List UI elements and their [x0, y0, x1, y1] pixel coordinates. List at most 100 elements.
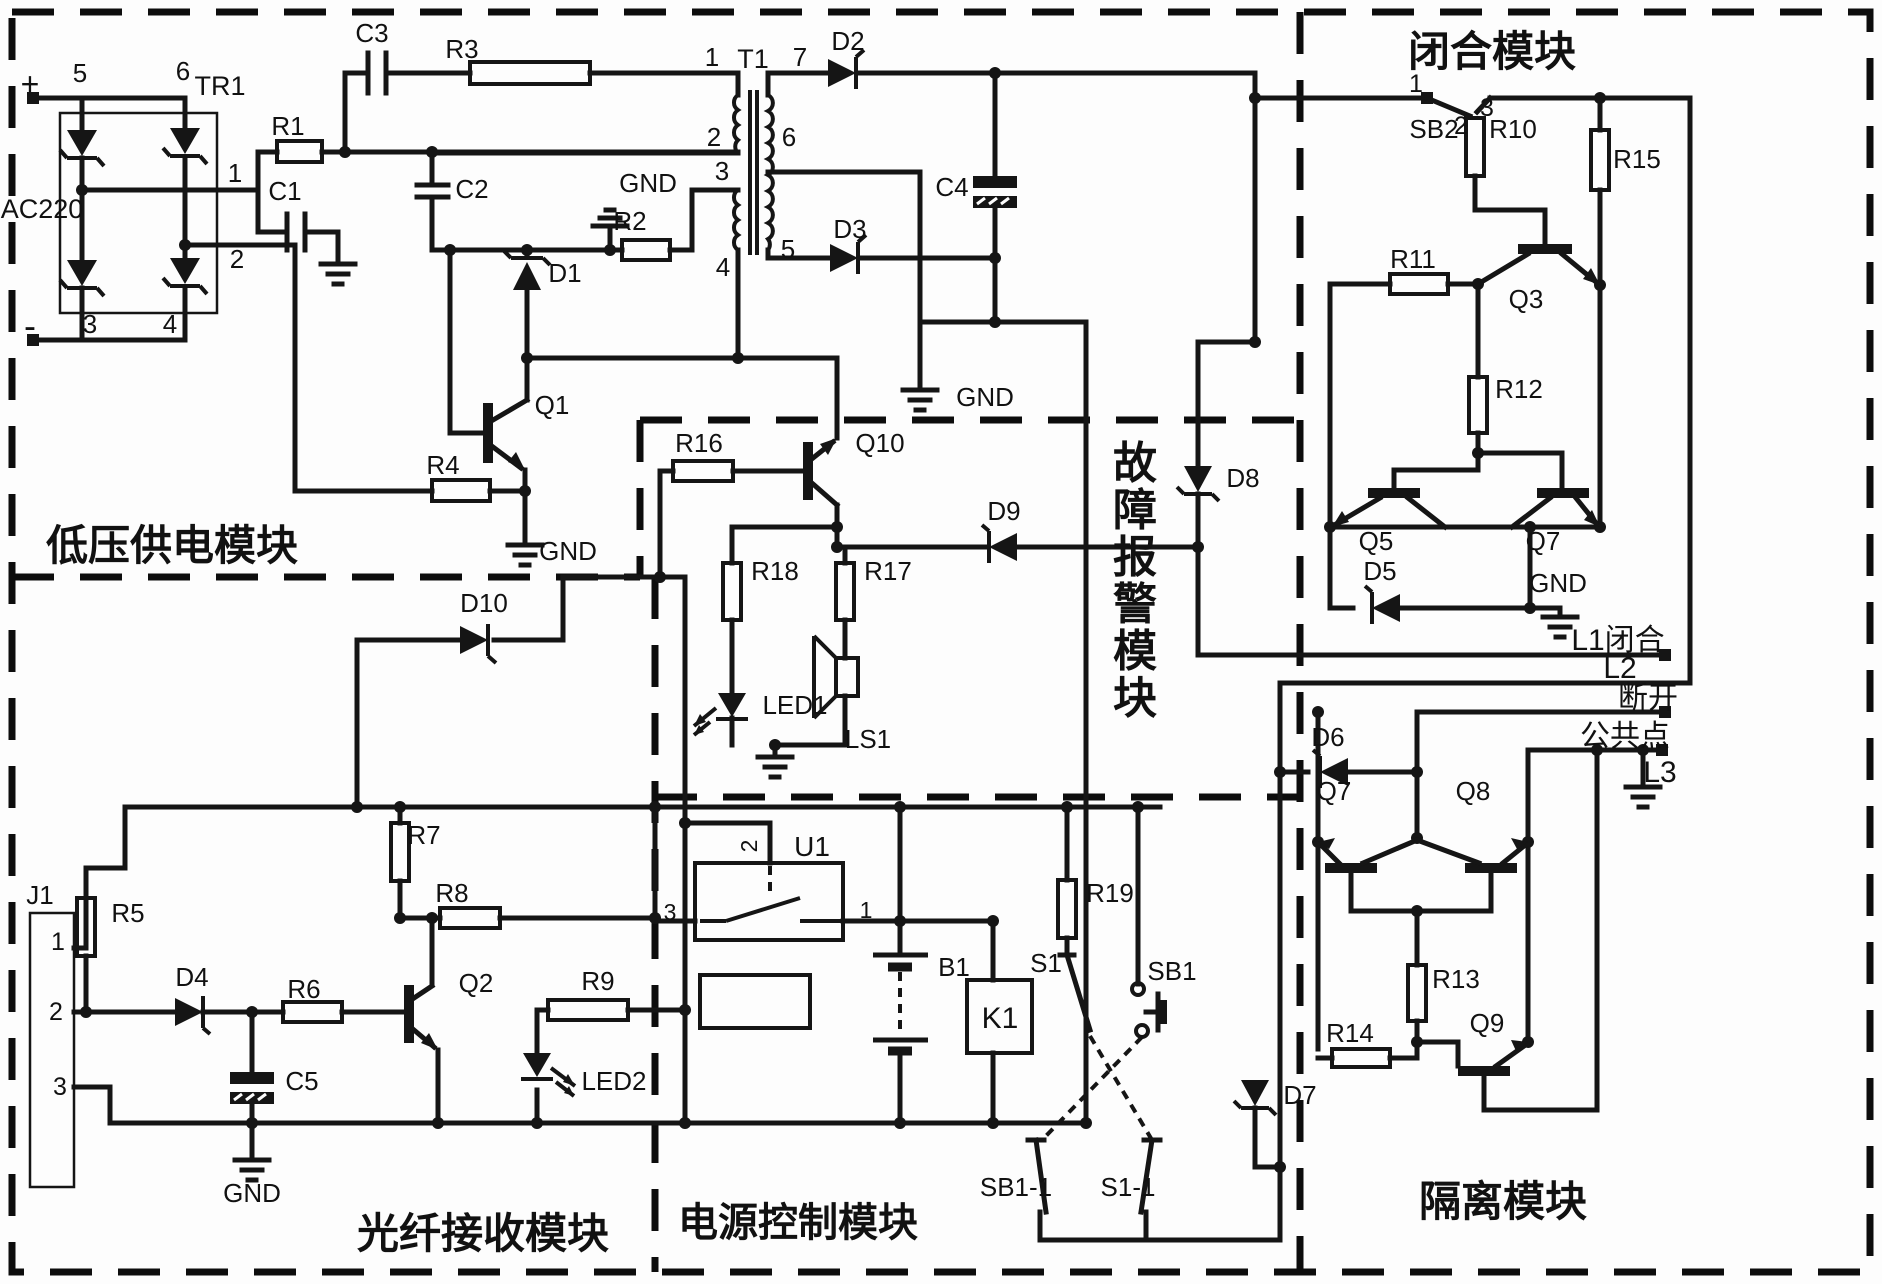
led2-icon [521, 1053, 575, 1096]
wire-net [33, 73, 1690, 1240]
label-q3: Q3 [1509, 284, 1544, 314]
diode-d5 [1365, 586, 1400, 624]
diode-d7 [1234, 1080, 1276, 1115]
module-title-fault-6: 块 [1113, 674, 1157, 723]
label-j1: J1 [26, 880, 53, 910]
label-r1: R1 [271, 111, 304, 141]
module-title-fault-3: 报 [1113, 533, 1157, 582]
module-title-closing: 闭合模块 [1408, 28, 1576, 75]
resistor-r13 [1408, 965, 1426, 1021]
capacitor-c3 [368, 53, 386, 93]
label-gnd-closing: GND [1529, 568, 1587, 598]
label-t1: T1 [737, 44, 769, 74]
optocoupler-u1 [695, 863, 843, 940]
resistor-r6 [283, 1002, 342, 1022]
label-open: 断开 [1618, 682, 1678, 715]
module-title-fault-4: 警 [1113, 580, 1157, 629]
label-c3: C3 [355, 18, 388, 48]
transistor-q8 [1417, 838, 1528, 873]
label-r19: R19 [1086, 878, 1134, 908]
label-q5: Q5 [1359, 526, 1394, 556]
label-j1-pin3: 3 [53, 1073, 67, 1101]
label-u1-pin1: 1 [860, 897, 873, 923]
label-t1-pin7: 7 [793, 42, 807, 72]
label-l3: L3 [1643, 756, 1676, 789]
label-sb2-pin2: 2 [1454, 112, 1468, 140]
transistor-q7-closing [1512, 488, 1600, 527]
diode-d9 [982, 525, 1017, 563]
label-t1-pin6: 6 [782, 122, 796, 152]
battery-b1 [873, 955, 928, 1051]
label-r11: R11 [1390, 244, 1436, 274]
label-tr1: TR1 [194, 71, 245, 101]
label-d1: D1 [548, 258, 581, 288]
diode-d10 [460, 624, 496, 663]
resistor-r16 [673, 461, 733, 481]
label-r9: R9 [581, 966, 614, 996]
resistor-r1 [277, 141, 322, 162]
resistor-r15 [1591, 130, 1609, 190]
label-r3: R3 [445, 34, 478, 64]
label-r10: R10 [1489, 114, 1537, 144]
label-d6: D6 [1311, 722, 1344, 752]
label-minus: - [24, 305, 36, 346]
resistor-r11 [1390, 274, 1448, 294]
label-sb1: SB1 [1147, 956, 1196, 986]
label-r5: R5 [111, 898, 144, 928]
transistor-q3 [1478, 244, 1600, 285]
module-title-power: 电源控制模块 [678, 1201, 918, 1245]
label-t1-pin5: 5 [781, 234, 795, 264]
aux-box [700, 975, 810, 1028]
label-l2: L2 [1603, 652, 1636, 685]
gnd-icon-t1 [903, 390, 937, 410]
label-gnd-c2: GND [619, 168, 677, 198]
label-r17: R17 [864, 556, 912, 586]
label-plus: + [21, 66, 40, 102]
label-common: 公共点 [1580, 720, 1670, 753]
label-pin2: 2 [230, 244, 244, 274]
label-q9: Q9 [1470, 1008, 1505, 1038]
resistor-r9 [548, 1000, 628, 1020]
resistor-r7 [391, 823, 409, 881]
label-q7-closing: Q7 [1526, 526, 1561, 556]
label-q10: Q10 [855, 428, 904, 458]
label-q8: Q8 [1456, 776, 1491, 806]
transistor-q1 [483, 400, 527, 470]
wires [33, 73, 1690, 1240]
resistor-r12 [1469, 377, 1487, 433]
label-r18: R18 [751, 556, 799, 586]
label-ac220: AC220 [1, 194, 84, 224]
diode-d4 [175, 996, 210, 1034]
label-r12: R12 [1495, 374, 1543, 404]
label-sb2: SB2 [1409, 114, 1458, 144]
diode-d1 [504, 251, 550, 290]
label-r2: R2 [613, 206, 646, 236]
label-r6: R6 [287, 974, 320, 1004]
transistor-q10 [803, 438, 837, 505]
label-t1-pin4: 4 [716, 252, 730, 282]
label-c5: C5 [285, 1066, 318, 1096]
label-s1: S1 [1030, 948, 1062, 978]
module-title-low-voltage: 低压供电模块 [46, 522, 298, 569]
label-r13: R13 [1432, 964, 1480, 994]
label-sb2-pin1: 1 [1409, 70, 1423, 98]
label-u1: U1 [794, 831, 830, 862]
resistor-r14 [1332, 1049, 1390, 1067]
label-k1: K1 [982, 1002, 1019, 1035]
module-title-fault-1: 故 [1113, 439, 1157, 488]
label-r4: R4 [426, 450, 459, 480]
gnd-icon-q1 [508, 545, 542, 565]
label-q7-isolation: Q7 [1317, 776, 1352, 806]
label-t1-pin2: 2 [707, 122, 721, 152]
label-d4: D4 [175, 962, 208, 992]
transistor-q7-isolation [1318, 838, 1417, 873]
label-gnd-t1: GND [956, 382, 1014, 412]
resistor-r4 [432, 480, 490, 501]
label-pin3: 3 [83, 309, 97, 339]
label-d7: D7 [1283, 1080, 1316, 1110]
label-r8: R8 [435, 878, 468, 908]
label-d3: D3 [833, 214, 866, 244]
label-c4: C4 [935, 172, 968, 202]
